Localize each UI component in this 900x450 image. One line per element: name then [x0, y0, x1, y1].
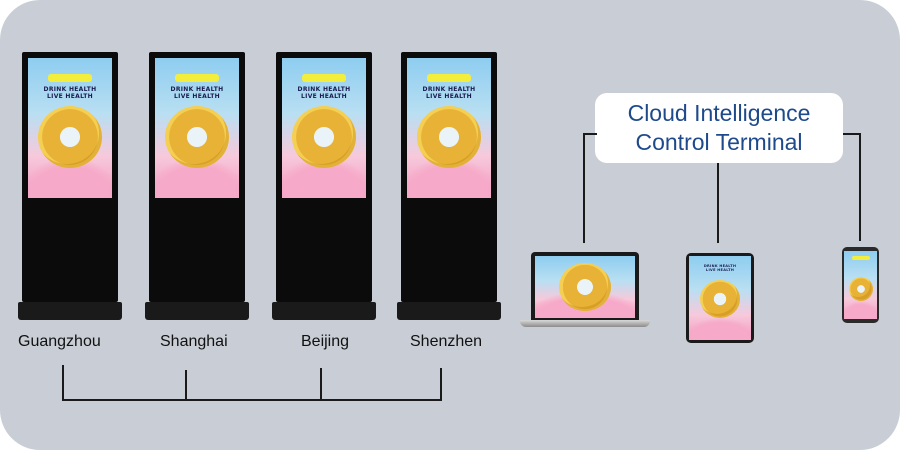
ad-donut-image [700, 280, 740, 318]
ad-headline: DRINK HEALTH LIVE HEALTH [28, 86, 112, 101]
ad-line1: DRINK HEALTH [43, 86, 97, 93]
ad-line2: LIVE HEALTH [705, 268, 735, 273]
connector-left-vertical [583, 133, 585, 243]
ad-logo-blob [48, 74, 92, 82]
city-label-shanghai: Shanghai [160, 333, 228, 350]
bracket-tick-guangzhou [62, 365, 64, 400]
ad-logo-blob [175, 74, 219, 82]
phone-screen [844, 251, 877, 319]
laptop-device [531, 252, 639, 320]
bracket-tick-shanghai [185, 370, 187, 400]
ad-logo-blob [427, 74, 471, 82]
ad-donut-image [559, 263, 611, 311]
ad-line2: LIVE HEALTH [174, 92, 220, 100]
terminal-label-line2: Control Terminal [635, 129, 803, 155]
bracket-base-line [62, 399, 442, 401]
kiosk-screen: DRINK HEALTH LIVE HEALTH [28, 58, 112, 198]
ad-line2: LIVE HEALTH [47, 92, 93, 100]
city-label-beijing: Beijing [301, 333, 350, 350]
ad-line1: DRINK HEALTH [703, 264, 737, 268]
ad-cloud [689, 318, 751, 340]
connector-right-vertical [859, 133, 861, 241]
kiosk-base [397, 302, 501, 320]
kiosk-shenzhen: DRINK HEALTH LIVE HEALTH [397, 52, 501, 320]
ad-line2: LIVE HEALTH [301, 92, 347, 100]
terminal-label: Cloud Intelligence Control Terminal [595, 99, 843, 157]
tablet-screen: DRINK HEALTH LIVE HEALTH [689, 256, 751, 340]
bracket-tick-beijing [320, 368, 322, 400]
ad-line1: DRINK HEALTH [422, 86, 476, 93]
ad-headline: DRINK HEALTH LIVE HEALTH [155, 86, 239, 101]
connector-middle-vertical [717, 163, 719, 243]
ad-line2: LIVE HEALTH [426, 92, 472, 100]
kiosk-shanghai: DRINK HEALTH LIVE HEALTH [145, 52, 249, 320]
connector-right-horizontal [843, 133, 861, 135]
ad-logo-blob [302, 74, 346, 82]
tablet-device: DRINK HEALTH LIVE HEALTH [686, 253, 754, 343]
ad-donut-image [292, 106, 356, 168]
ad-cloud [844, 301, 877, 319]
ad-donut-image [848, 277, 873, 301]
ad-headline: DRINK HEALTH LIVE HEALTH [282, 86, 366, 101]
ad-line1: DRINK HEALTH [170, 86, 224, 93]
kiosk-base [145, 302, 249, 320]
kiosk-screen: DRINK HEALTH LIVE HEALTH [407, 58, 491, 198]
kiosk-beijing: DRINK HEALTH LIVE HEALTH [272, 52, 376, 320]
ad-headline: DRINK HEALTH LIVE HEALTH [689, 264, 751, 272]
kiosk-base [272, 302, 376, 320]
cloud-control-terminal-box: Cloud Intelligence Control Terminal [595, 93, 843, 163]
laptop-base [520, 320, 650, 327]
kiosk-base [18, 302, 122, 320]
laptop-screen [535, 256, 635, 318]
kiosk-screen: DRINK HEALTH LIVE HEALTH [155, 58, 239, 198]
ad-logo-blob [851, 256, 870, 260]
phone-device [842, 247, 879, 323]
ad-line1: DRINK HEALTH [297, 86, 351, 93]
kiosk-guangzhou: DRINK HEALTH LIVE HEALTH [18, 52, 122, 320]
ad-donut-image [38, 106, 102, 168]
city-label-shenzhen: Shenzhen [410, 333, 483, 350]
kiosk-screen: DRINK HEALTH LIVE HEALTH [282, 58, 366, 198]
ad-headline: DRINK HEALTH LIVE HEALTH [407, 86, 491, 101]
connector-left-horizontal [583, 133, 597, 135]
ad-donut-image [165, 106, 229, 168]
city-label-guangzhou: Guangzhou [18, 333, 101, 350]
ad-donut-image [417, 106, 481, 168]
terminal-label-line1: Cloud Intelligence [627, 100, 811, 126]
bracket-tick-shenzhen [440, 368, 442, 400]
